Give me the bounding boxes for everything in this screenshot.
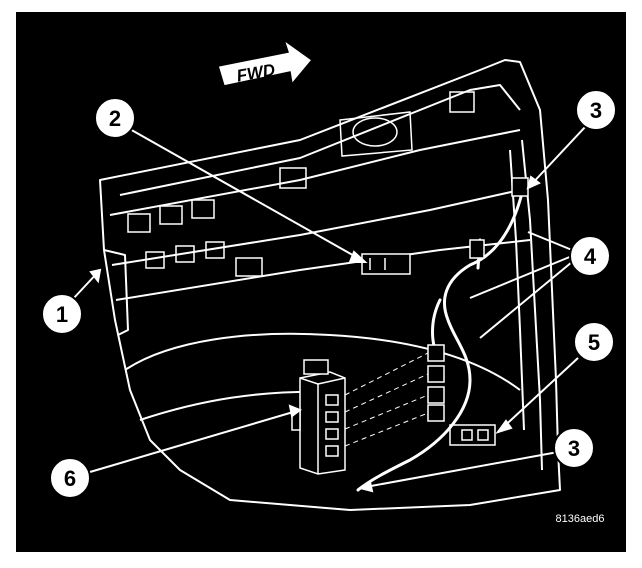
leader-4a — [527, 231, 573, 251]
leader-2-arrowhead — [348, 250, 368, 263]
leader-4b — [469, 255, 573, 299]
leader-6-arrowhead — [288, 404, 303, 418]
trim-clip — [159, 205, 183, 225]
leader-3-bottom — [359, 451, 559, 489]
leader-6 — [89, 409, 301, 473]
trim-clip — [205, 241, 225, 259]
callout-6-number: 6 — [64, 466, 76, 491]
leader-5-arrowhead — [495, 419, 513, 434]
leader-3-top — [527, 125, 587, 189]
callout-3-bottom: 3 — [553, 427, 595, 469]
leader-3-bottom-arrowhead — [357, 480, 374, 493]
door-handle-bezel — [339, 111, 413, 157]
trim-clip — [175, 245, 195, 263]
leader-4c — [479, 261, 573, 339]
wire-harness — [356, 178, 527, 492]
callout-2-number: 2 — [109, 106, 121, 131]
callout-leaders — [71, 125, 587, 493]
callout-1: 1 — [41, 293, 83, 335]
callout-4: 4 — [569, 235, 611, 277]
trim-clip — [235, 257, 263, 277]
trim-clip — [191, 199, 215, 219]
callout-4-number: 4 — [584, 244, 597, 269]
callout-3-top-number: 3 — [590, 98, 602, 123]
wire-harness-clip-bracket — [361, 253, 411, 275]
callout-6: 6 — [49, 457, 91, 499]
callout-3-top: 3 — [575, 89, 617, 131]
fwd-arrow: FWD — [217, 38, 314, 87]
trim-clips — [127, 91, 475, 277]
trim-clip — [279, 167, 307, 189]
callout-5-number: 5 — [588, 330, 600, 355]
leader-2 — [127, 127, 366, 263]
leader-5 — [497, 357, 579, 433]
trim-clip — [449, 91, 475, 113]
leader-1-arrowhead — [89, 268, 102, 284]
module-connection-lines — [344, 352, 429, 447]
connector-bracket — [449, 424, 496, 446]
callout-1-number: 1 — [56, 302, 68, 327]
leader-3-top-arrowhead — [526, 175, 541, 190]
trim-clip — [127, 213, 151, 233]
door-module — [291, 359, 346, 475]
callout-3-bottom-number: 3 — [568, 436, 580, 461]
callout-2: 2 — [94, 97, 136, 139]
callout-5: 5 — [573, 321, 615, 363]
harness-connectors — [427, 177, 529, 422]
trim-clip — [145, 251, 165, 269]
figure-id: 8136aed6 — [556, 513, 605, 525]
